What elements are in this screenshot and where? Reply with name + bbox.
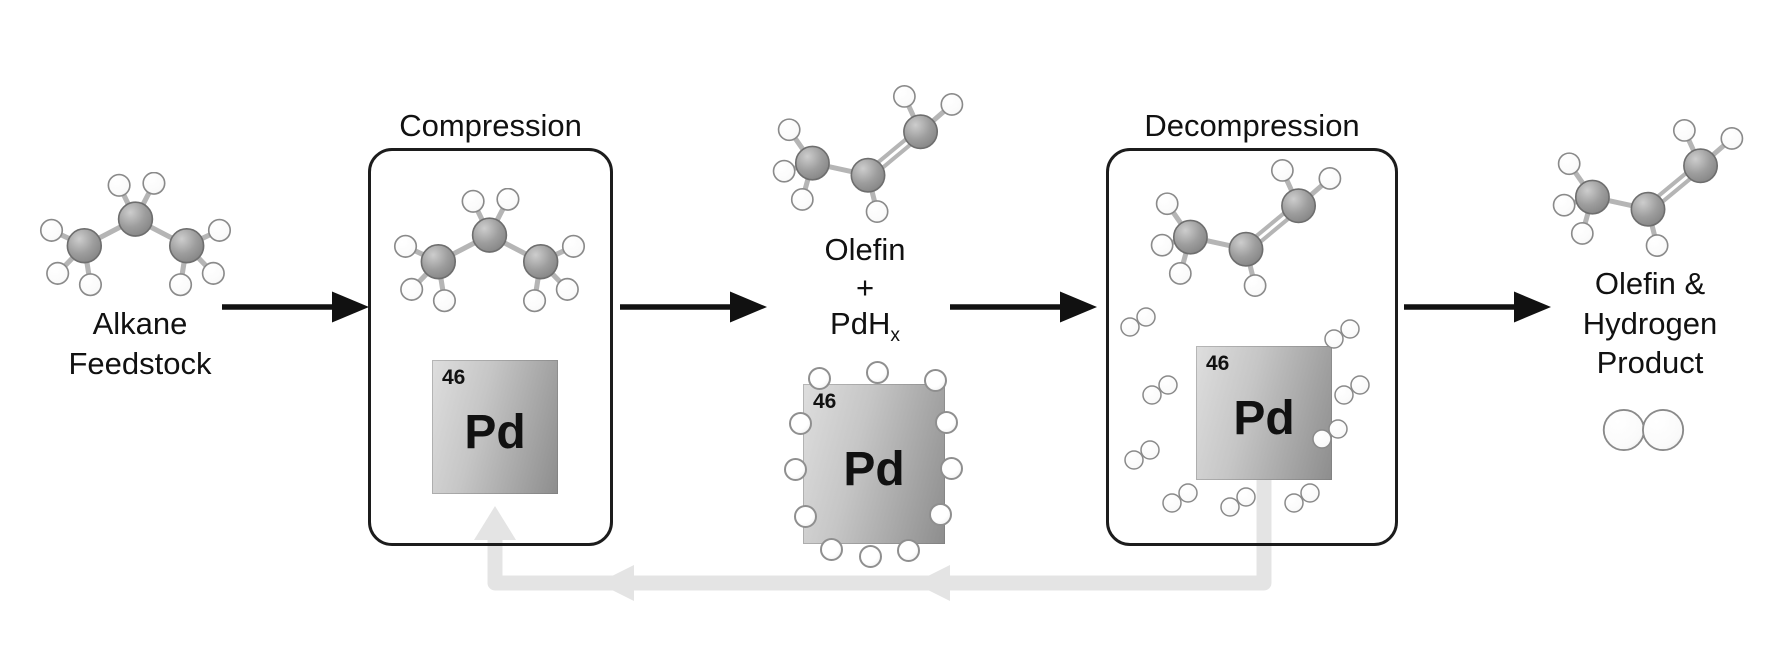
hydrogen-atom <box>897 539 920 562</box>
decompression-title: Decompression <box>1144 108 1360 143</box>
hydrogen-atom <box>924 369 947 392</box>
pd-symbol: Pd <box>464 405 526 459</box>
pd-tile-compression: 46 Pd <box>432 360 558 494</box>
h2-molecule-small <box>1161 482 1199 514</box>
olefin-molecule-intermediate <box>772 84 964 226</box>
hydrogen-atom <box>929 503 952 526</box>
h2-molecule-small <box>1123 439 1161 471</box>
pd-tile-decompression: 46 Pd <box>1196 346 1332 480</box>
h2-molecule-small <box>1311 418 1349 450</box>
pd-symbol: Pd <box>1233 391 1295 445</box>
alkane-molecule-feedstock <box>38 172 233 300</box>
recycle-arrowhead-mid-right <box>914 565 950 601</box>
h2-molecule-product <box>1596 404 1694 456</box>
h2-molecule-small <box>1219 486 1257 518</box>
hydrogen-atom <box>820 538 843 561</box>
hydrogen-atom <box>859 545 882 568</box>
decompression-box <box>1106 148 1398 546</box>
h2-molecule-small <box>1283 482 1321 514</box>
hydrogen-atom <box>940 457 963 480</box>
pdh-subscript: x <box>890 325 900 347</box>
hydrogen-atom <box>794 505 817 528</box>
hydrogen-atom <box>866 361 889 384</box>
recycle-arrowhead-mid-left <box>598 565 634 601</box>
olefin-label: Olefin <box>824 232 906 267</box>
product-label: Olefin & Hydrogen Product <box>1582 266 1718 381</box>
h2-molecule-small <box>1141 374 1179 406</box>
flow-arrow-4 <box>1404 291 1551 323</box>
h2-molecule-small <box>1333 374 1371 406</box>
hydrogen-atom <box>808 367 831 390</box>
hydrogen-atom <box>789 412 812 435</box>
hydrogen-atom <box>784 458 807 481</box>
pd-symbol: Pd <box>843 442 905 496</box>
h2-molecule-small <box>1323 318 1361 350</box>
pd-atomic-number: 46 <box>1206 352 1230 375</box>
pd-atomic-number: 46 <box>813 390 837 413</box>
pd-atomic-number: 46 <box>442 366 466 389</box>
h2-molecule-small <box>1119 306 1157 338</box>
compression-box <box>368 148 613 546</box>
pd-tile-hydride: 46 Pd <box>803 384 945 544</box>
alkane-molecule-compression <box>392 188 587 316</box>
flow-arrow-3 <box>950 291 1097 323</box>
alkane-feedstock-label: Alkane Feedstock <box>68 306 212 381</box>
pdh-label: PdHx <box>790 304 940 349</box>
flow-arrow-1 <box>222 291 369 323</box>
hydrogen-atom <box>935 411 958 434</box>
compression-title: Compression <box>399 108 582 143</box>
olefin-molecule-decompression <box>1150 158 1342 300</box>
pdh-base: PdH <box>830 306 891 341</box>
plus-sign: + <box>855 270 875 305</box>
recycle-arrowhead-up <box>474 506 516 540</box>
flow-arrow-2 <box>620 291 767 323</box>
olefin-molecule-product <box>1552 118 1744 260</box>
